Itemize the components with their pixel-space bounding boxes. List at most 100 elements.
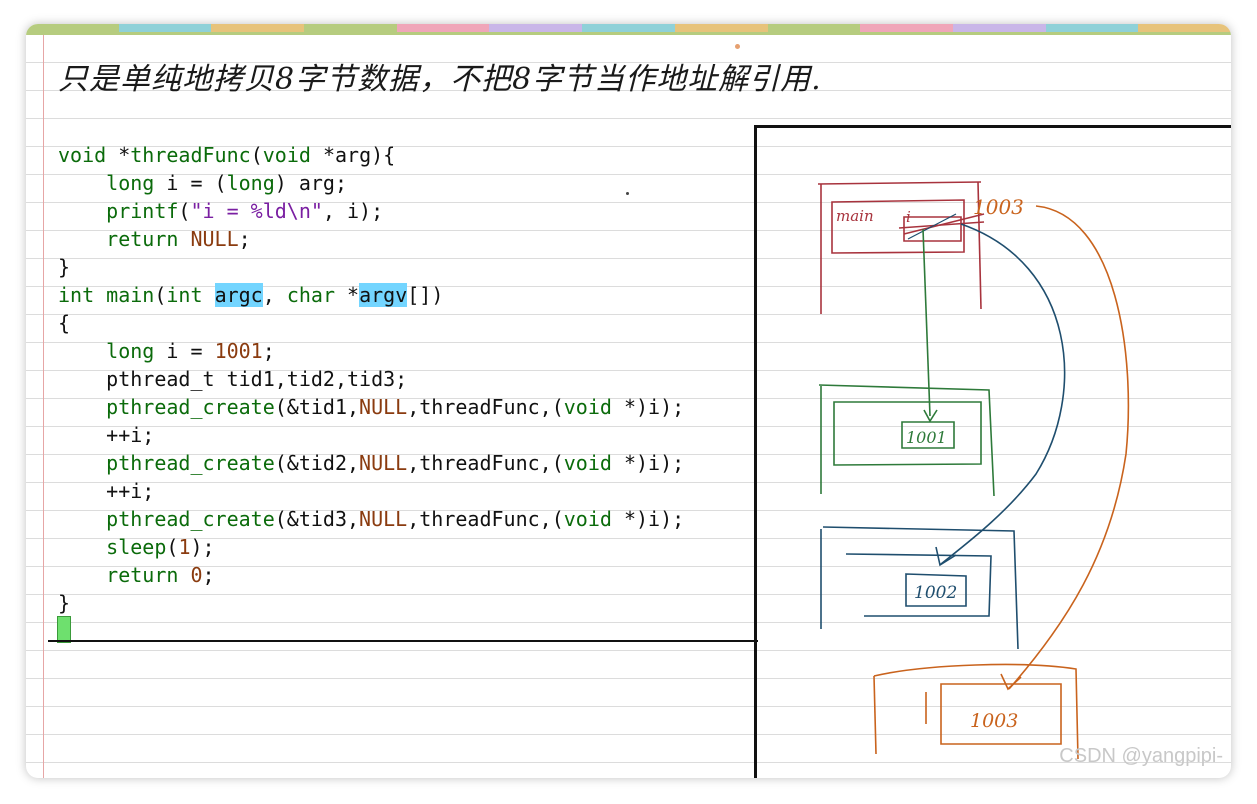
color-tab <box>767 24 861 32</box>
code-token: ) arg; <box>274 171 348 195</box>
code-token: *arg){ <box>310 143 396 167</box>
color-tab <box>674 24 768 32</box>
code-token: (&tid1, <box>274 395 360 419</box>
watermark: CSDN @yangpipi- <box>1059 745 1223 767</box>
code-token: 1001 <box>214 339 263 363</box>
code-token: ( <box>250 143 263 167</box>
code-token: printf <box>106 199 179 223</box>
code-token <box>58 171 106 195</box>
code-line: sleep(1); <box>58 533 684 561</box>
color-tab <box>304 24 397 32</box>
color-tab <box>1138 24 1231 32</box>
code-token <box>58 395 106 419</box>
code-token: sleep <box>106 535 167 559</box>
code-line: printf("i = %ld\n", i); <box>58 197 684 225</box>
code-line: int main(int argc, char *argv[]) <box>58 281 684 309</box>
code-line: return 0; <box>58 561 684 589</box>
code-token: threadFunc <box>130 143 251 167</box>
code-token: NULL <box>359 395 408 419</box>
code-token: long <box>106 339 155 363</box>
code-token: ; <box>202 563 215 587</box>
code-token: ,threadFunc,( <box>407 451 564 475</box>
code-token: NULL <box>359 451 408 475</box>
code-token: []) <box>407 283 444 307</box>
code-token: pthread_t tid1,tid2,tid3; <box>58 367 408 391</box>
color-tab <box>582 24 675 32</box>
code-token: 0 <box>190 563 203 587</box>
code-token: { <box>58 311 71 335</box>
code-token: int <box>166 283 203 307</box>
code-token <box>58 451 106 475</box>
code-line: } <box>58 589 684 617</box>
handwritten-note-heading: 只是单纯地拷贝8字节数据，不把8字节当作地址解引用. <box>58 62 822 97</box>
code-token: i = ( <box>154 171 227 195</box>
color-tab <box>396 24 490 32</box>
code-line: long i = 1001; <box>58 337 684 365</box>
code-token <box>203 283 215 307</box>
code-token: return <box>106 227 179 251</box>
code-token: NULL <box>359 507 408 531</box>
code-token: 1 <box>178 535 191 559</box>
highlighted-token: argv <box>359 283 408 307</box>
code-token: (&tid2, <box>274 451 360 475</box>
code-token <box>94 283 106 307</box>
code-token: long <box>226 171 275 195</box>
code-token: ++i; <box>58 479 155 503</box>
highlighted-token: argc <box>214 283 263 307</box>
color-tab <box>489 24 583 32</box>
memory-diagram-box <box>754 125 1231 778</box>
code-line: { <box>58 309 684 337</box>
code-line: pthread_t tid1,tid2,tid3; <box>58 365 684 393</box>
top-border-line <box>26 32 1231 35</box>
code-token: main <box>106 283 155 307</box>
text-cursor <box>57 616 71 643</box>
code-line: long i = (long) arg; <box>58 169 684 197</box>
code-line: pthread_create(&tid3,NULL,threadFunc,(vo… <box>58 505 684 533</box>
margin-line <box>43 35 44 778</box>
code-token: * <box>106 143 131 167</box>
code-line: pthread_create(&tid2,NULL,threadFunc,(vo… <box>58 449 684 477</box>
code-token: , <box>262 283 287 307</box>
code-token: pthread_create <box>106 507 275 531</box>
code-token <box>58 339 106 363</box>
color-tab-strip <box>26 24 1231 32</box>
notebook-page: 只是单纯地拷贝8字节数据，不把8字节当作地址解引用. void *threadF… <box>26 24 1231 778</box>
code-token: *)i); <box>611 507 685 531</box>
code-token: ,threadFunc,( <box>407 395 564 419</box>
code-token: char <box>286 283 335 307</box>
color-tab <box>952 24 1046 32</box>
code-token: i = <box>154 339 215 363</box>
code-token <box>58 563 106 587</box>
code-token: pthread_create <box>106 451 275 475</box>
code-token: , i); <box>322 199 384 223</box>
code-token: void <box>563 507 612 531</box>
code-token: void <box>262 143 311 167</box>
code-token: void <box>563 451 612 475</box>
code-token: *)i); <box>611 395 685 419</box>
code-token: return <box>106 563 179 587</box>
code-token <box>58 199 106 223</box>
code-block[interactable]: void *threadFunc(void *arg){ long i = (l… <box>58 141 684 617</box>
code-token: ( <box>166 535 179 559</box>
color-tab <box>26 24 119 32</box>
code-token: * <box>335 283 360 307</box>
color-tab <box>118 24 212 32</box>
code-line: void *threadFunc(void *arg){ <box>58 141 684 169</box>
color-tab <box>211 24 305 32</box>
code-token: ; <box>238 227 251 251</box>
code-line: return NULL; <box>58 225 684 253</box>
code-line: ++i; <box>58 421 684 449</box>
code-token: (&tid3, <box>274 507 360 531</box>
code-token: void <box>58 143 107 167</box>
code-line: } <box>58 253 684 281</box>
code-token: NULL <box>190 227 239 251</box>
code-line: pthread_create(&tid1,NULL,threadFunc,(vo… <box>58 393 684 421</box>
divider-line <box>48 640 758 642</box>
code-token: ); <box>190 535 215 559</box>
code-token: int <box>58 283 95 307</box>
code-token: *)i); <box>611 451 685 475</box>
code-token: } <box>58 591 71 615</box>
code-token <box>178 563 190 587</box>
ink-dot <box>735 44 740 49</box>
color-tab <box>1045 24 1139 32</box>
